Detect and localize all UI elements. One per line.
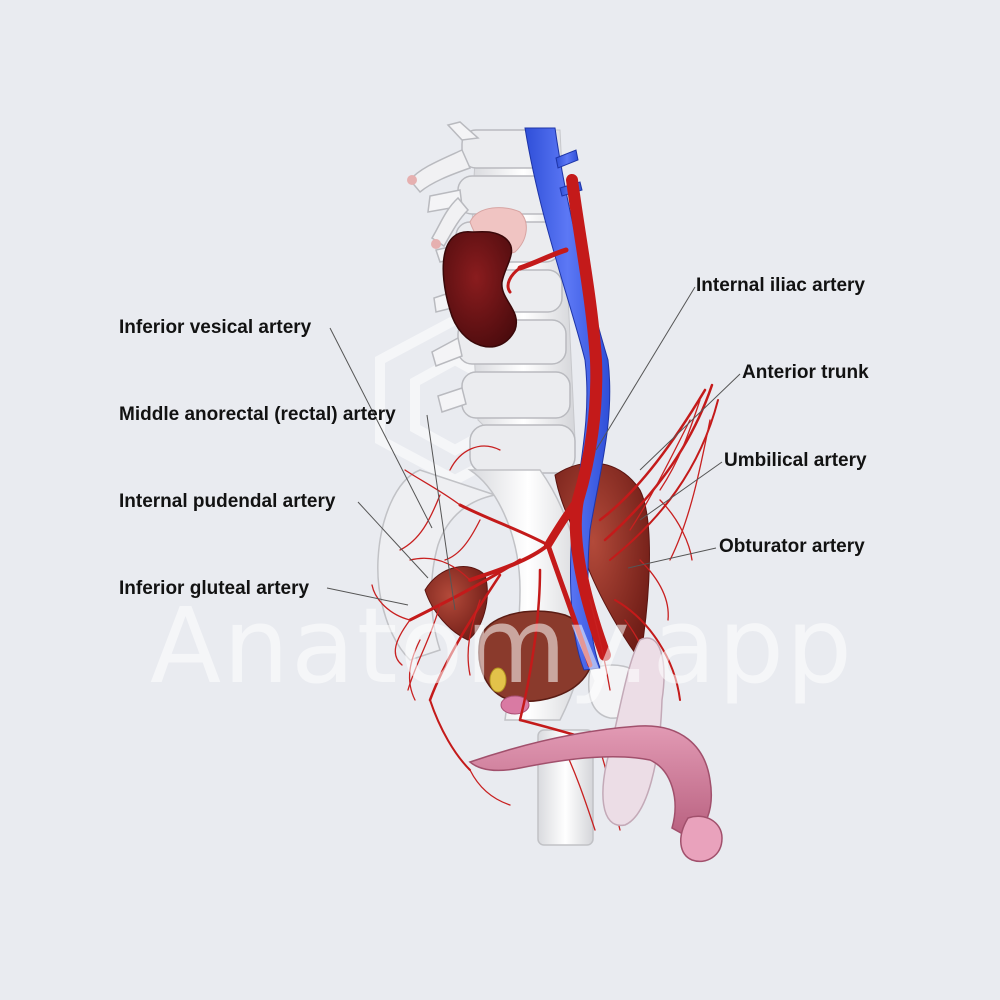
label-middle-anorectal-artery: Middle anorectal (rectal) artery	[119, 404, 396, 425]
glans	[680, 815, 723, 862]
leader-line-inferior-gluteal	[326, 587, 409, 606]
arteries	[408, 174, 719, 771]
leader-line-obturator	[627, 547, 717, 569]
kidney	[442, 231, 518, 348]
leader-line-umbilical	[639, 461, 723, 521]
abdominal-aorta	[566, 174, 611, 661]
label-internal-pudendal-artery: Internal pudendal artery	[119, 491, 336, 512]
label-inferior-vesical-artery: Inferior vesical artery	[119, 317, 312, 338]
bladder	[478, 610, 594, 702]
leader-line-inferior-vesical	[329, 327, 433, 529]
leader-line-anterior-trunk	[639, 373, 741, 471]
inferior-vena-cava	[524, 127, 611, 671]
label-anterior-trunk: Anterior trunk	[742, 362, 869, 383]
leader-lines	[326, 286, 741, 611]
leader-line-middle-anorectal	[426, 414, 456, 611]
label-internal-iliac-artery: Internal iliac artery	[696, 275, 865, 296]
watermark-text: Anatomy.app	[150, 585, 855, 707]
leader-line-internal-iliac	[595, 286, 696, 451]
label-umbilical-artery: Umbilical artery	[724, 450, 867, 471]
leader-line-internal-pudendal	[357, 501, 429, 579]
label-inferior-gluteal-artery: Inferior gluteal artery	[119, 578, 310, 599]
label-obturator-artery: Obturator artery	[719, 536, 865, 557]
seminal-vesicle	[489, 667, 507, 693]
